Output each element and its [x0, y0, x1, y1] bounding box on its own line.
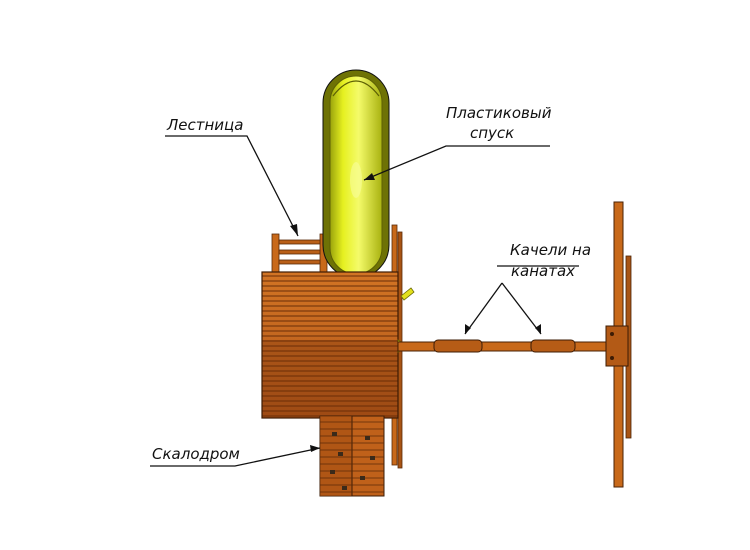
- leader-lines: [150, 135, 579, 467]
- climbing-wall: [319, 415, 385, 497]
- swings-label-line2: канатах: [511, 262, 575, 280]
- deck-platform: [261, 271, 399, 419]
- climbing-wall-label: Скалодром: [152, 445, 240, 463]
- slide-label-line2: спуск: [470, 124, 514, 142]
- slide-label-line1: Пластиковый: [446, 104, 552, 122]
- arrowheads: [290, 173, 541, 452]
- ladder: [271, 233, 328, 275]
- swing-beam: [397, 339, 621, 353]
- plastic-slide: [322, 69, 390, 279]
- swing-seat-1: [433, 339, 483, 353]
- swing-frame: [605, 201, 632, 488]
- swing-seat-2: [530, 339, 576, 353]
- climbing-holds: [330, 432, 375, 490]
- ladder-label: Лестница: [166, 116, 243, 134]
- swings-label-line1: Качели на: [510, 241, 591, 259]
